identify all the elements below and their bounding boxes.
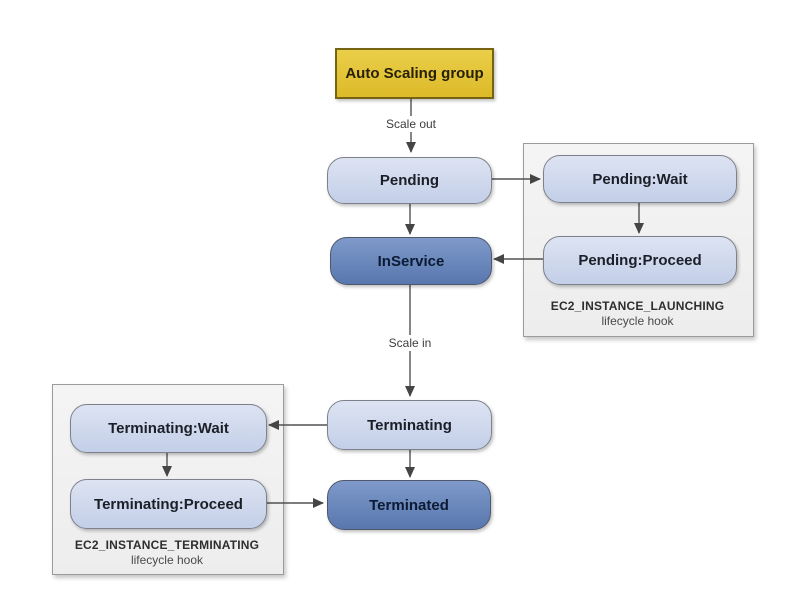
node-pending-wait: Pending:Wait [543, 155, 737, 203]
node-pending-proceed-label: Pending:Proceed [578, 252, 702, 269]
node-terminating-wait-label: Terminating:Wait [108, 420, 229, 437]
node-in-service: InService [330, 237, 492, 285]
panel-launching-title: EC2_INSTANCE_LAUNCHING [550, 299, 725, 313]
node-auto-scaling-group: Auto Scaling group [335, 48, 494, 99]
panel-terminating-caption: EC2_INSTANCE_TERMINATING lifecycle hook [52, 538, 282, 568]
panel-terminating-subtitle: lifecycle hook [130, 553, 204, 567]
edge-label-scale-in: Scale in [384, 335, 436, 351]
node-auto-scaling-group-label: Auto Scaling group [345, 65, 484, 82]
node-terminating-label: Terminating [367, 416, 452, 434]
node-terminating-wait: Terminating:Wait [70, 404, 267, 453]
node-terminating-proceed: Terminating:Proceed [70, 479, 267, 529]
node-terminated-label: Terminated [369, 496, 449, 514]
node-terminating-proceed-label: Terminating:Proceed [94, 495, 243, 513]
panel-launching-caption: EC2_INSTANCE_LAUNCHING lifecycle hook [523, 299, 752, 329]
node-terminated: Terminated [327, 480, 491, 530]
panel-launching-subtitle: lifecycle hook [601, 314, 674, 328]
edge-label-scale-out: Scale out [381, 116, 441, 132]
panel-terminating-title: EC2_INSTANCE_TERMINATING [74, 538, 260, 552]
node-pending-proceed: Pending:Proceed [543, 236, 737, 285]
node-in-service-label: InService [377, 252, 445, 270]
node-pending-wait-label: Pending:Wait [592, 170, 688, 188]
node-pending-label: Pending [379, 172, 440, 189]
node-pending: Pending [327, 157, 492, 204]
node-terminating: Terminating [327, 400, 492, 450]
